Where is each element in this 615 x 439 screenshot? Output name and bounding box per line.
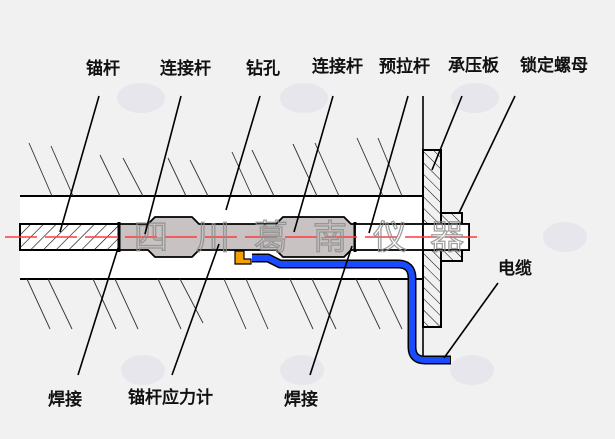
- leader-stress-meter: [171, 243, 220, 376]
- leader-locking-nut: [458, 95, 516, 214]
- label-stress-meter: 锚杆应力计: [128, 387, 213, 408]
- label-anchor-rod: 锚杆: [86, 58, 120, 79]
- watermark-char: 四: [134, 218, 168, 258]
- watermark-char: 川: [196, 218, 230, 258]
- watermark-logo: [280, 83, 328, 113]
- leader-weld-right: [309, 245, 353, 376]
- leader-cable: [443, 282, 499, 359]
- label-borehole: 钻孔: [246, 58, 280, 79]
- leader-weld-left: [77, 247, 119, 376]
- watermark-logo: [117, 83, 165, 113]
- watermark-char: 仪: [373, 218, 407, 258]
- watermark-text: 四 川 葛 南 仪 器: [133, 217, 464, 258]
- watermark-logo: [280, 355, 324, 385]
- watermark-logos: [117, 83, 587, 385]
- watermark-char: 葛: [254, 218, 288, 258]
- label-connecting-rod-1: 连接杆: [160, 58, 211, 79]
- leader-pretension-rod: [368, 95, 409, 234]
- rock-hatching-top: [28, 137, 403, 197]
- leader-connecting-rod-2: [293, 95, 334, 233]
- watermark-logo: [543, 222, 587, 252]
- label-weld-left: 焊接: [48, 389, 82, 410]
- label-weld-right: 焊接: [284, 389, 318, 410]
- label-pretension-rod: 预拉杆: [379, 56, 430, 77]
- leader-anchor-rod: [59, 95, 100, 233]
- leader-connecting-rod-1: [144, 95, 182, 235]
- leader-bearing-plate: [431, 95, 463, 171]
- rock-hatching-bottom: [26, 278, 403, 330]
- watermark-logo: [451, 83, 499, 113]
- label-cable: 电缆: [498, 258, 532, 279]
- watermark-logo: [121, 355, 165, 385]
- sensor-tab: [234, 250, 252, 265]
- cable-core: [252, 255, 450, 363]
- label-connecting-rod-2: 连接杆: [312, 56, 363, 77]
- watermark-char: 器: [430, 218, 464, 258]
- label-bearing-plate: 承压板: [448, 55, 500, 76]
- leader-borehole: [225, 95, 261, 211]
- label-locking-nut: 锁定螺母: [520, 55, 588, 76]
- leader-lines: [59, 95, 516, 376]
- watermark-char: 南: [313, 218, 347, 258]
- watermark-logo: [450, 355, 494, 385]
